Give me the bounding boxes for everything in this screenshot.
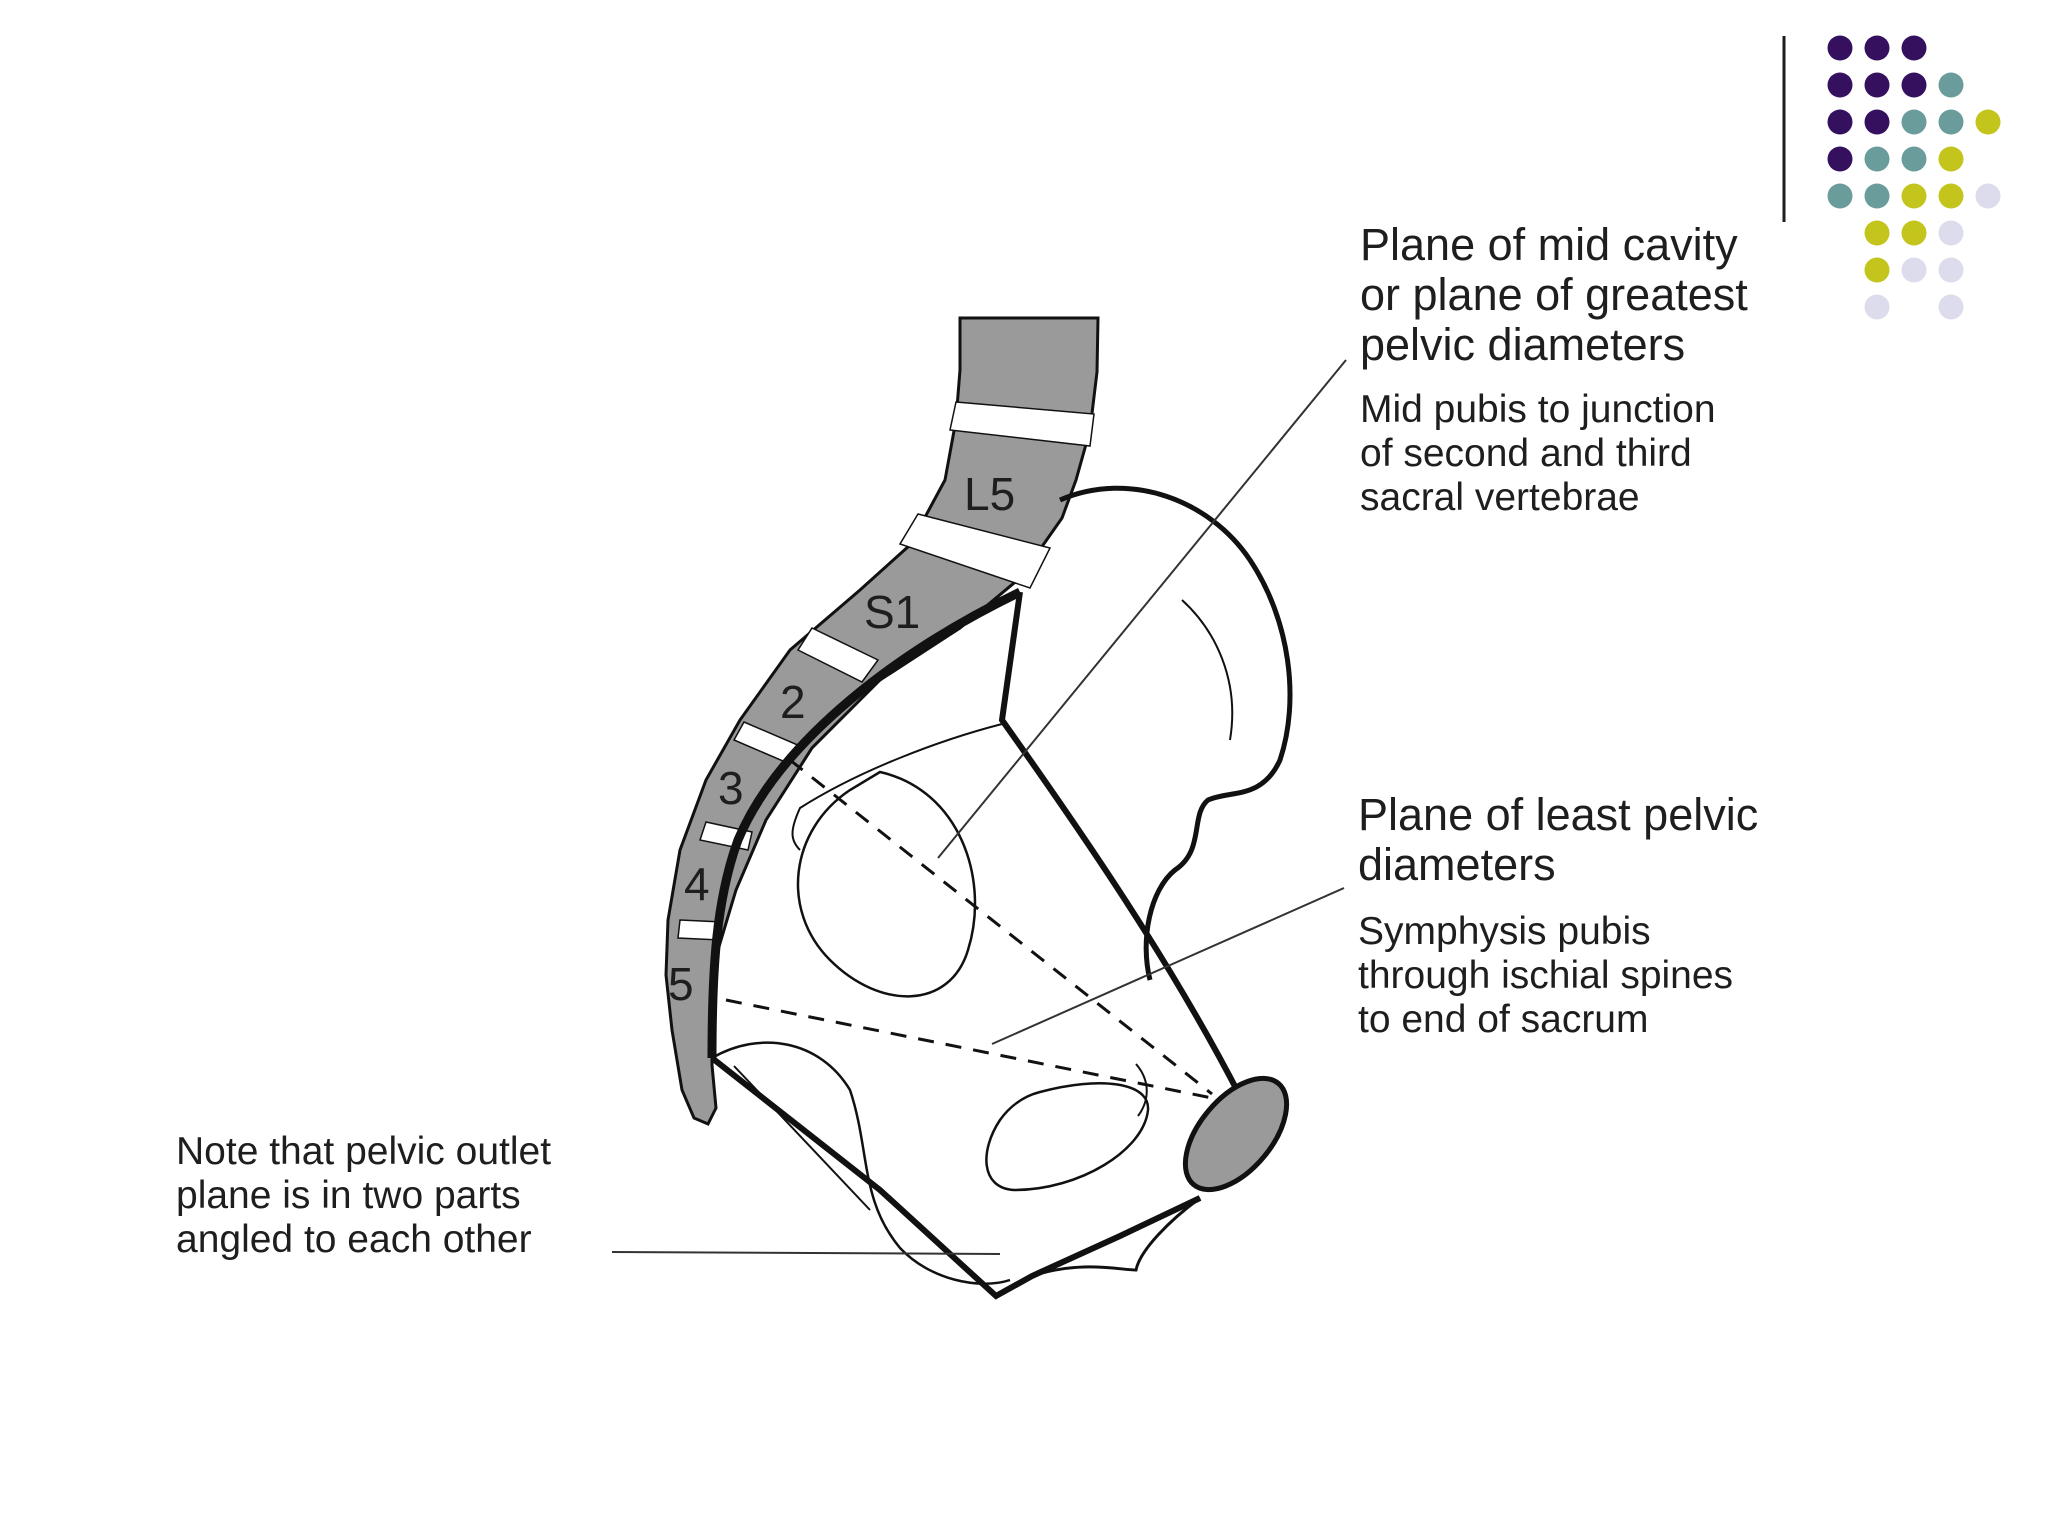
pelvic-brim-curve: [707, 587, 1022, 1059]
obturator-foramen: [985, 1082, 1150, 1192]
decorative-dot: [1938, 72, 1964, 98]
outlet-note-line-3: angled to each other: [176, 1218, 532, 1261]
midcavity-oval: [796, 770, 977, 998]
label-midcavity-title: Plane of mid cavity or plane of greatest…: [1360, 220, 1748, 370]
outlet-rim-line: [710, 1055, 1202, 1300]
label-least-title: Plane of least pelvic diameters: [1358, 790, 1758, 890]
vertebra-label-4: 4: [684, 858, 710, 910]
label-least-description: Symphysis pubis through ischial spines t…: [1358, 910, 1733, 1042]
vertebra-label-s1: S1: [864, 586, 920, 638]
ischial-spine-curve: [1135, 1063, 1148, 1117]
vertebra-label-2: 2: [780, 676, 806, 728]
posterior-wall-line: [998, 591, 1243, 1098]
decorative-dot: [1975, 183, 2001, 209]
decorative-dot: [1827, 183, 1853, 209]
decorative-dot: [1901, 257, 1927, 283]
least-desc-line-1: Symphysis pubis: [1358, 910, 1651, 953]
decorative-dot: [1938, 183, 1964, 209]
symphysis-pubis: [1182, 1075, 1290, 1193]
vertebra-label-l5: L5: [964, 468, 1015, 520]
least-title-line-2: diameters: [1358, 839, 1556, 890]
label-outlet-note: Note that pelvic outlet plane is in two …: [176, 1130, 551, 1262]
midcavity-title-line-3: pelvic diameters: [1360, 319, 1686, 370]
inlet-thin-line: [791, 723, 1003, 851]
midcavity-title-line-2: or plane of greatest: [1360, 269, 1748, 320]
decorative-dot: [1864, 35, 1890, 61]
midcavity-title-line-1: Plane of mid cavity: [1360, 219, 1738, 270]
decorative-dot: [1901, 109, 1927, 135]
decorative-dot: [1938, 294, 1964, 320]
decorative-dot: [1864, 72, 1890, 98]
spine-column: [664, 316, 1100, 1126]
disc-s1-s2: [796, 627, 880, 683]
decorative-dot: [1901, 220, 1927, 246]
label-midcavity-description: Mid pubis to junction of second and thir…: [1360, 388, 1716, 520]
leader-line-outlet: [611, 1251, 1001, 1255]
dashed-plane-midcavity: [789, 758, 1213, 1096]
decorative-dot: [1901, 72, 1927, 98]
decorative-dot: [1901, 146, 1927, 172]
decorative-dot: [1827, 35, 1853, 61]
decorative-dot: [1901, 35, 1927, 61]
least-title-line-1: Plane of least pelvic: [1358, 789, 1759, 840]
midcavity-desc-line-3: sacral vertebrae: [1360, 476, 1640, 519]
least-desc-line-2: through ischial spines: [1358, 954, 1734, 997]
vertebra-label-5: 5: [668, 958, 694, 1010]
midcavity-desc-line-1: Mid pubis to junction: [1360, 388, 1716, 431]
outlet-inner-line: [733, 1065, 871, 1211]
decorative-dot: [1938, 109, 1964, 135]
leader-line-least: [991, 887, 1345, 1045]
outlet-anterior-shape: [711, 1041, 1011, 1285]
decorative-dot: [1864, 146, 1890, 172]
disc-l4-l5: [949, 401, 1095, 447]
decorative-dot: [1901, 183, 1927, 209]
decorative-dot: [1938, 220, 1964, 246]
leader-line-midcavity: [937, 359, 1347, 859]
decorative-dot: [1827, 109, 1853, 135]
vertebra-label-3: 3: [718, 762, 744, 814]
disc-l5-s1: [898, 513, 1052, 589]
least-desc-line-3: to end of sacrum: [1358, 998, 1649, 1041]
decorative-dot: [1864, 294, 1890, 320]
decorative-dot-grid: [1827, 35, 2001, 320]
decorative-dot: [1938, 146, 1964, 172]
decorative-dot: [1864, 257, 1890, 283]
decorative-dot: [1827, 72, 1853, 98]
midcavity-desc-line-2: of second and third: [1360, 432, 1692, 475]
decorative-dot: [1864, 220, 1890, 246]
decorative-dot: [1864, 109, 1890, 135]
iliac-inner-curve: [1181, 599, 1234, 741]
outlet-note-line-1: Note that pelvic outlet: [176, 1130, 552, 1173]
decorative-dot: [1827, 146, 1853, 172]
decorative-dot: [1864, 183, 1890, 209]
decorative-dot: [1938, 257, 1964, 283]
decorative-dot: [1975, 109, 2001, 135]
hip-bone-outline: [1059, 485, 1293, 981]
outlet-note-line-2: plane is in two parts: [176, 1174, 521, 1217]
ischial-tuberosity: [1031, 1196, 1201, 1278]
